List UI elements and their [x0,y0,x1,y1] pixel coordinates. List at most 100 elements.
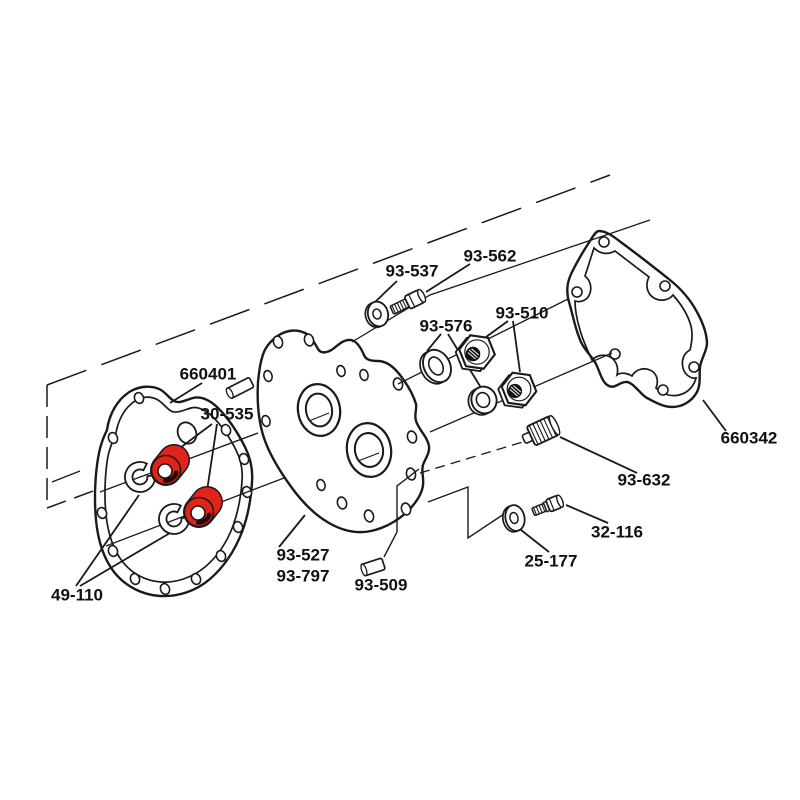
right-gasket-outline [566,229,709,409]
leader-32-116 [565,504,609,524]
bushing-bore [190,505,206,521]
label-32-116: 32-116 [591,522,643,541]
nut-93-510-a [454,334,496,373]
right-gasket-660342 [566,229,709,409]
bolt-hole [133,391,145,405]
bolt-hole [215,549,227,563]
thread-hatch [467,348,480,360]
bolt-93-562 [389,288,427,315]
projection-line-top [46,174,611,386]
bolt-hole [107,544,119,558]
label-93-797: 93-797 [277,566,330,585]
washer-93-576-a [419,348,452,385]
retaining-rings-49-110 [124,461,190,535]
label-93-510: 93-510 [496,303,549,322]
bolt-hole [406,430,418,444]
washer-93-576-b [467,385,498,416]
thread-ridges [528,416,557,445]
dowel-pin [225,377,255,399]
bolt-hole [263,369,273,383]
red-bushings-30-535 [150,444,223,528]
bolt-32-116 [531,494,565,516]
washer-hole [475,391,491,409]
leader-93-632 [559,436,638,474]
bearing-bore [353,432,385,468]
construction-dashed-lines [46,174,611,509]
bolt-hole [400,502,412,516]
label-93-562: 93-562 [464,246,517,265]
projection-dash [51,470,81,483]
nut-chamfer [506,376,532,402]
bolt-hole [336,496,348,510]
pin-end [225,387,234,399]
bolt-hole [238,452,250,466]
bolt-hole [190,572,202,586]
cover-bolt-holes [261,333,418,523]
bolt-hole [363,509,375,523]
step-line-washer [427,485,505,540]
bolt-hole [657,384,669,396]
nut-93-510-b [497,371,538,409]
projection-line-bottom [46,489,97,509]
head-end [416,288,427,303]
leader-25-177 [520,529,550,553]
leader-660342 [702,399,727,432]
step-line-pin [383,468,420,558]
bolt-hole [272,335,284,349]
bore-detail-line [308,412,330,422]
bolt-hole [303,333,315,347]
head-edge [548,498,555,511]
label-30-535: 30-535 [201,404,254,423]
label-93-632: 93-632 [618,470,671,489]
washer-25-177 [501,504,526,533]
bolt-hole [316,478,326,492]
axis-line-plug [419,440,527,474]
bore-detail-line [357,452,380,462]
pin-end [360,563,368,577]
label-49-110: 49-110 [51,585,103,604]
part-number-labels: 93-537 93-562 93-576 93-510 660401 30-53… [51,246,777,604]
leader-49-110 [75,494,171,587]
bushing-30-535 [150,444,190,486]
bolt-hole [261,414,271,428]
label-93-576: 93-576 [420,316,473,335]
retaining-ring [158,503,190,535]
bolt-hole [598,236,610,248]
label-93-537: 93-537 [386,261,439,280]
label-93-509: 93-509 [355,575,408,594]
leader-93-537 [373,280,398,304]
retaining-ring [124,461,156,493]
leader-93-510 [485,320,521,373]
washer-hole [372,308,382,320]
bolt-hole [688,361,700,373]
nut-chamfer [464,339,490,365]
left-gasket-inner-edge [104,396,244,583]
pin-93-509 [360,557,386,577]
small-parts [225,288,565,577]
right-gasket-inner-edge [574,246,698,397]
label-93-527: 93-527 [277,545,330,564]
bearing-bore [304,392,334,428]
side-cover-93-527 [256,329,431,534]
leader-660401 [169,382,203,404]
bolt-hole [659,280,671,292]
bolt-hole [336,364,346,378]
label-25-177: 25-177 [525,551,578,570]
bolt-hole [232,520,244,534]
thread-ridges [391,299,407,314]
bolt-hole [571,286,583,298]
thread-ridges [533,503,546,516]
leader-93-527 [278,514,306,548]
left-gasket-outline [93,385,254,598]
bushing-bore [157,463,173,479]
left-gasket-660401 [93,385,254,598]
head-edge [408,294,416,308]
cover-bearing-bosses [296,383,393,478]
right-gasket-bolt-holes [571,236,700,396]
plug-93-632 [521,414,561,446]
bolt-hole [107,431,119,445]
bolt-hole [609,348,621,360]
plug-end [548,414,561,436]
